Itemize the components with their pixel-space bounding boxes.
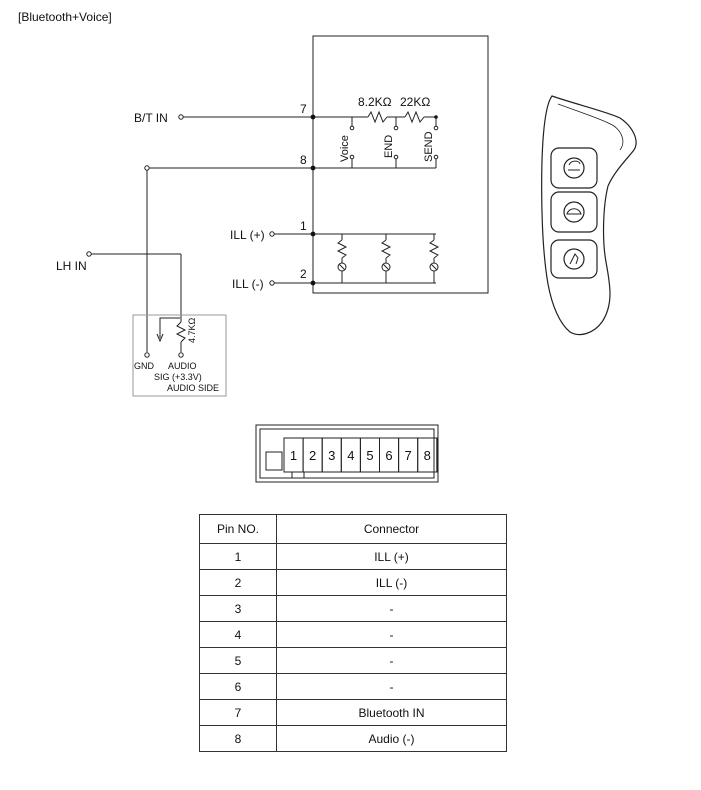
send-switch-label: SEND [423,131,435,162]
page-title: [Bluetooth+Voice] [18,10,112,24]
ill-plus-terminal [269,231,275,237]
connector-pin-label: 3 [328,448,335,463]
voice-switch-label: Voice [339,135,351,162]
connector-pin-label: 8 [424,448,431,463]
connector-pin-label: 4 [347,448,354,463]
gnd-terminal [144,352,150,358]
table-row: 6- [199,673,507,700]
pin-7-label: 7 [300,102,307,116]
end-switch-contact-bottom [393,154,399,160]
header-connector: Connector [276,514,507,544]
pin-number-cell: 5 [199,647,277,674]
connector-pin-label: 7 [405,448,412,463]
send-switch-contact-bottom [433,154,439,160]
connector-cell: - [276,621,507,648]
voice-switch-contact-top [349,125,355,131]
switch-box [312,35,489,294]
pin8-terminal [144,165,150,171]
pin-number-cell: 1 [199,543,277,570]
resistor-82k [367,110,388,124]
table-row: 4- [199,621,507,648]
connector-cell: - [276,647,507,674]
table-header-row: Pin NO. Connector [199,514,507,544]
connector-cell: - [276,673,507,700]
ill-minus-label: ILL (-) [232,277,264,291]
illumination-branch-2 [380,234,392,283]
call-button [550,147,598,189]
pin-1-label: 1 [300,219,307,233]
connector-pin-label: 1 [290,448,297,463]
pin-number-cell: 8 [199,725,277,752]
connector-cell: ILL (+) [276,543,507,570]
end-switch-label: END [383,135,395,158]
voice-switch-contact-bottom [349,154,355,160]
pin-2-label: 2 [300,267,307,281]
audio-arrow [156,333,164,343]
header-pin-no: Pin NO. [199,514,277,544]
table-row: 5- [199,647,507,674]
connector-pin-label: 2 [309,448,316,463]
illumination-branch-3 [428,234,440,283]
gnd-label: GND [134,361,155,371]
resistor-22k [404,110,425,124]
resistor-22k-label: 22KΩ [400,95,430,109]
end-switch-contact-top [393,125,399,131]
pin-number-cell: 4 [199,621,277,648]
audio-terminal [178,352,184,358]
pin-8-label: 8 [300,153,307,167]
audio-side-label: AUDIO SIDE [167,383,219,393]
pin-number-cell: 6 [199,673,277,700]
connector-pin-cell [417,437,438,473]
send-switch-contact-top [433,125,439,131]
audio-label: AUDIO [168,361,197,371]
bt-in-terminal [178,114,184,120]
ill-minus-terminal [269,280,275,286]
audio-input-wire [159,317,180,325]
pin-number-cell: 7 [199,699,277,726]
ill-plus-label: ILL (+) [230,228,265,242]
sig-label: SIG (+3.3V) [154,372,202,382]
switch-module-illustration [541,95,637,336]
resistor-47k [175,321,187,343]
end-button [550,239,598,279]
connector-cell: Audio (-) [276,725,507,752]
table-row: 3- [199,595,507,622]
pin-number-cell: 3 [199,595,277,622]
connector-pin-label: 6 [385,448,392,463]
connector-pin-label: 5 [366,448,373,463]
connector-cell: - [276,595,507,622]
connector-cell: ILL (-) [276,569,507,596]
illumination-branch-1 [336,234,348,283]
audio-side-box [132,314,227,397]
pin-number-cell: 2 [199,569,277,596]
lh-in-label: LH IN [56,259,87,273]
resistor-47k-label: 4.7KΩ [187,317,197,343]
connector-cell: Bluetooth IN [276,699,507,726]
lh-in-terminal [86,251,92,257]
voice-button [550,191,598,233]
bt-in-label: B/T IN [134,111,168,125]
resistor-82k-label: 8.2KΩ [358,95,392,109]
